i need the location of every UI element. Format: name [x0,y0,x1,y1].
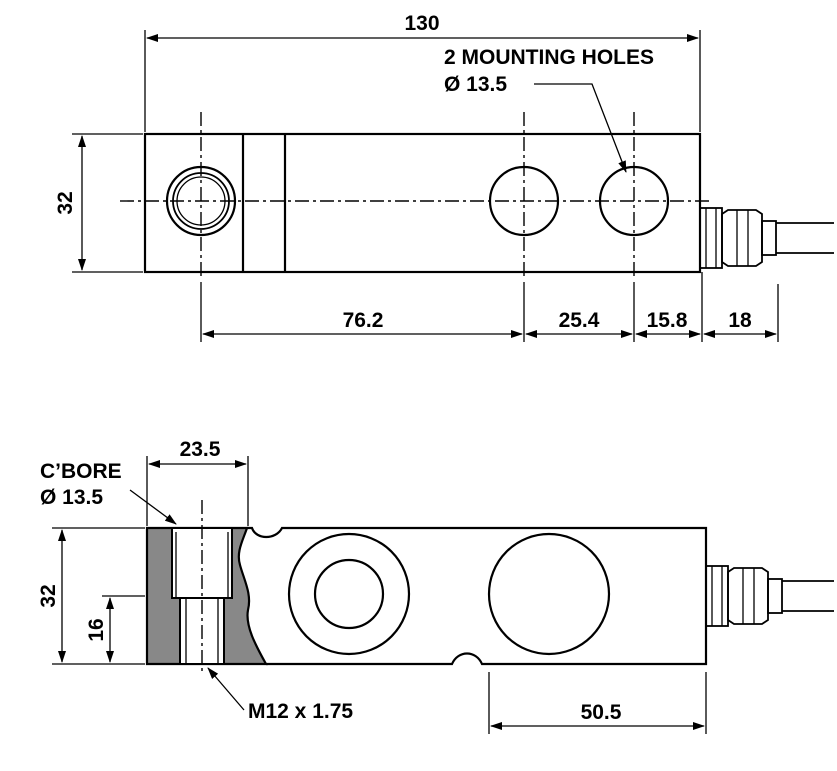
mounting-holes-diameter: Ø 13.5 [444,73,507,96]
dim-top-height: 32 [54,191,77,214]
top-view: 130 2 MOUNTING HOLES Ø 13.5 32 76.2 25.4… [54,12,834,342]
thread-leader [207,667,245,711]
side-view: 23.5 C’BORE Ø 13.5 32 16 M12 x 1.75 50.5 [37,438,834,734]
side-view-flexure-disk [487,532,611,656]
cbore-leader [129,489,177,525]
dim-disk-width: 50.5 [581,701,622,724]
side-view-cable-gland [705,565,834,627]
dim-side-height: 32 [37,584,60,607]
dim-overall-length: 130 [404,12,439,35]
side-view-ring-outer [287,532,411,656]
top-view-cable-gland [699,207,834,269]
cbore-label: C’BORE [40,460,122,483]
thread-label: M12 x 1.75 [248,700,353,723]
dim-half-height: 16 [85,618,108,641]
top-view-body [143,132,702,274]
cbore-diameter: Ø 13.5 [40,486,103,509]
mounting-holes-leader [534,83,627,173]
dim-cbore-width: 23.5 [180,438,221,461]
dim-a: 76.2 [343,309,384,332]
dim-b: 25.4 [559,309,600,332]
mounting-holes-label: 2 MOUNTING HOLES [444,46,654,69]
dim-d: 18 [728,309,752,332]
side-view-ring-inner [313,558,385,630]
dim-c: 15.8 [647,309,688,332]
